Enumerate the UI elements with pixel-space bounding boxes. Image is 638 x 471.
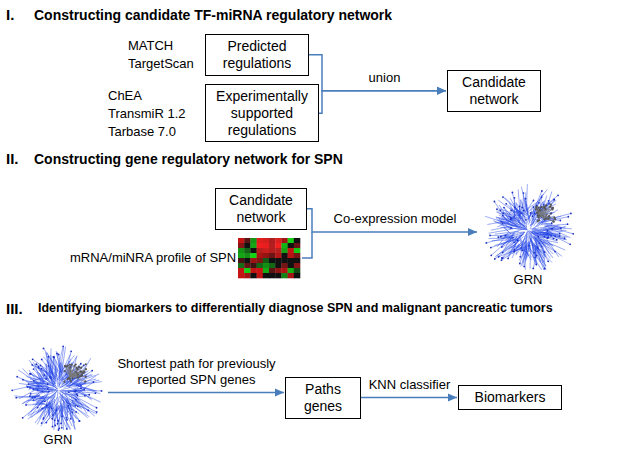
graph-caption: GRN: [8, 432, 108, 447]
process-box: Predicted regulations: [205, 34, 309, 76]
text-label: TransmiR 1.2: [108, 106, 186, 122]
box-text: Candidate network: [222, 192, 300, 226]
edge-label: Shortest path for previously reported SP…: [109, 356, 285, 387]
bracket-line: [302, 232, 312, 258]
text-label: mRNA/miNRA profile of SPN: [70, 250, 236, 266]
text-label: Identifying biomarkers to differentially…: [38, 301, 636, 316]
network-graph: GRN: [478, 182, 578, 287]
process-box: Candidate network: [215, 188, 307, 230]
process-box: Paths genes: [285, 377, 361, 419]
network-hairball: [8, 342, 108, 432]
text-label: ChEA: [108, 88, 142, 104]
arrow-connector: [309, 55, 446, 91]
box-text: Paths genes: [292, 381, 354, 415]
text-label: III.: [6, 300, 23, 318]
text-label: Tarbase 7.0: [108, 124, 176, 140]
text-label: MATCH: [128, 38, 173, 54]
box-text: Candidate network: [454, 74, 534, 108]
graph-caption: GRN: [478, 272, 578, 287]
network-hairball: [478, 182, 578, 272]
process-box: Experimentally supported regulations: [205, 84, 319, 142]
text-label: Constructing candidate TF-miRNA regulato…: [34, 7, 392, 24]
box-text: Experimentally supported regulations: [212, 88, 312, 138]
edge-label: union: [367, 70, 403, 86]
process-box: Biomarkers: [458, 385, 562, 410]
arrow-connector: [307, 209, 477, 232]
arrow-connector: [361, 397, 457, 399]
text-label: TargetScan: [128, 56, 194, 72]
box-text: Predicted regulations: [212, 38, 302, 72]
text-label: II.: [6, 150, 19, 168]
arrow-connector: [319, 91, 446, 113]
arrow-connector: [108, 392, 284, 394]
box-text: Biomarkers: [465, 389, 555, 406]
text-label: I.: [6, 6, 14, 24]
network-graph: GRN: [8, 342, 108, 447]
expression-heatmap: [238, 238, 300, 278]
edge-label: Co-expression model: [332, 211, 459, 227]
text-label: Constructing gene regulatory network for…: [34, 151, 343, 168]
edge-label: KNN classifier: [367, 377, 453, 393]
process-box: Candidate network: [447, 70, 541, 112]
